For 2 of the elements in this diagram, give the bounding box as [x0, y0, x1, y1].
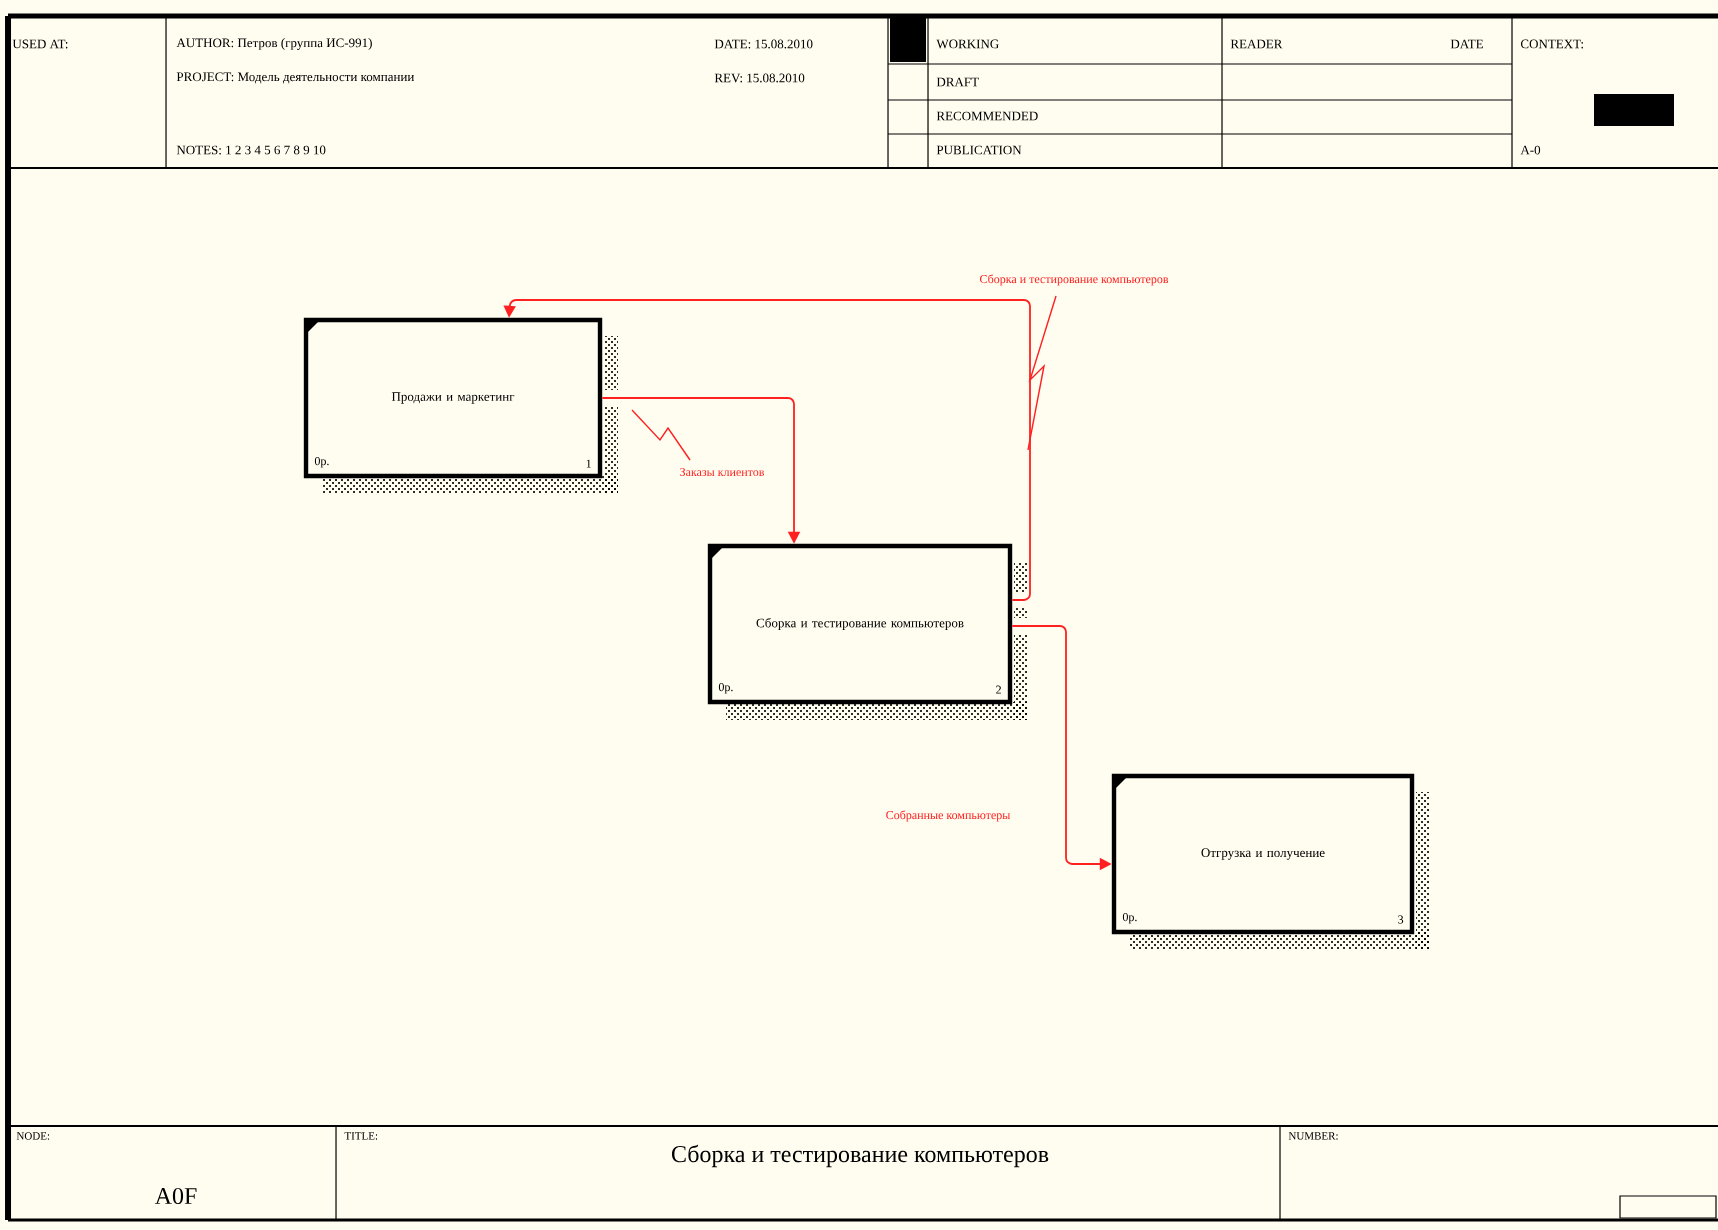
- header-text: A0F: [154, 1187, 197, 1205]
- title-text: Сборка и тестирование компьютеров: [671, 1144, 1049, 1168]
